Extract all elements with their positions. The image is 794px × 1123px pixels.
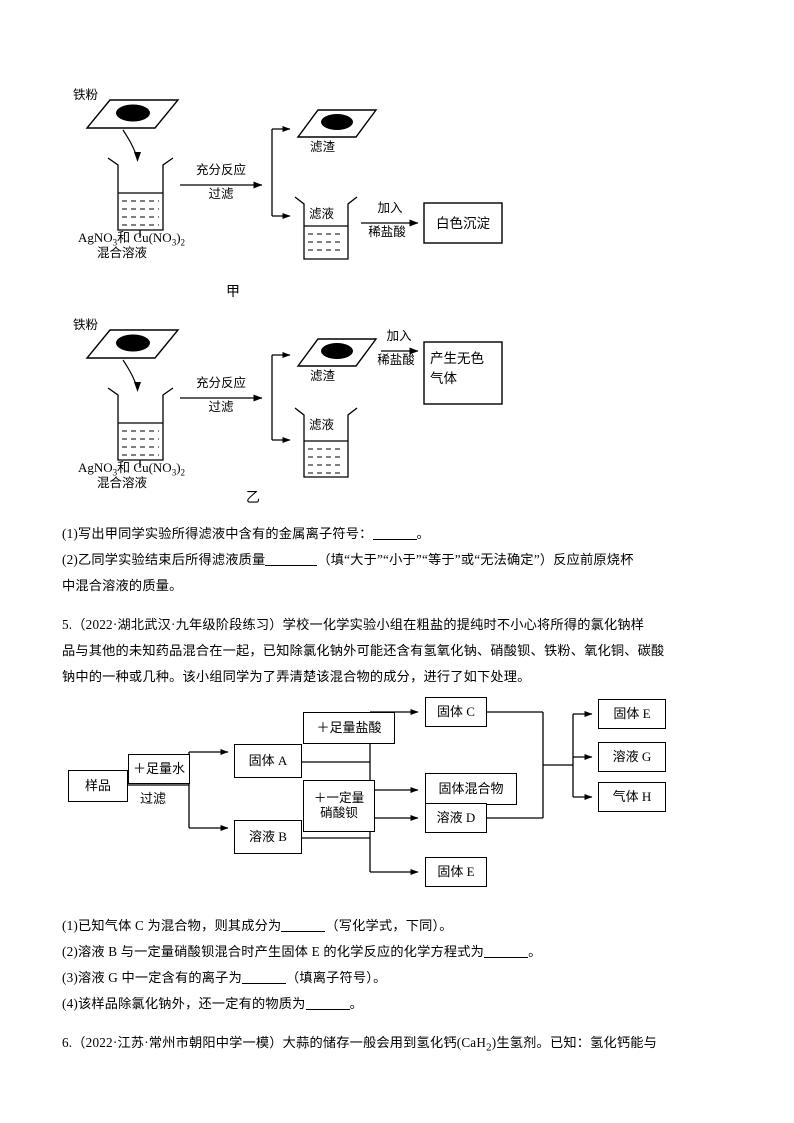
answer-blank-1[interactable]	[372, 539, 417, 540]
beaker-solution-formula-jia: AgNO3和 Cu(NO3)2	[78, 230, 186, 248]
result-box-jia: 白色沉淀	[436, 215, 490, 231]
flow-box-solution-b: 溶液 B	[234, 820, 302, 854]
arrow-label-dilute-hcl-yi: 稀盐酸	[377, 353, 415, 367]
arrow-label-filter-yi: 过滤	[208, 400, 234, 414]
result-box-yi-line1: 产生无色	[430, 351, 484, 366]
arrow-label-add-yi: 加入	[386, 329, 412, 343]
q5-sub2-text-b: 。	[528, 944, 542, 959]
flow-box-add-water: ＋足量水	[128, 754, 190, 784]
flow-box-sample: 样品	[68, 770, 128, 802]
flow-box-solid-mixture: 固体混合物	[425, 773, 517, 805]
question-5-sub-3: (3)溶液 G 中一定含有的离子为 （填离子符号）。	[62, 965, 386, 991]
question-5-stem-line1: 5.（2022·湖北武汉·九年级阶段练习）学校一化学实验小组在粗盐的提纯时不小心…	[62, 617, 645, 632]
question-5-stem-line2: 品与其他的未知药品混合在一起，已知除氯化钠外可能还含有氢氧化钠、硝酸钡、铁粉、氧…	[62, 643, 665, 658]
result-box-yi: 产生无色 气体	[430, 349, 500, 389]
iron-powder-label-jia: 铁粉	[73, 88, 99, 102]
answer-blank-5-1[interactable]	[281, 931, 326, 932]
beaker-solution-sub-jia: 混合溶液	[97, 246, 148, 260]
flow-box-solid-e-lower: 固体 E	[425, 857, 487, 887]
question-5-stem-line3: 钠中的一种或几种。该小组同学为了弄清楚该混合物的成分，进行了如下处理。	[62, 669, 531, 684]
flow-label-filter: 过滤	[140, 791, 167, 806]
question-2-text-a: (2)乙同学实验结束后所得滤液质量	[62, 552, 266, 567]
filtrate-label-jia: 滤液	[309, 207, 335, 221]
filtrate-label-yi: 滤液	[309, 418, 335, 432]
result-box-yi-line2: 气体	[430, 371, 457, 386]
residue-label-jia: 滤渣	[310, 140, 336, 154]
flow-box-add-hcl: ＋足量盐酸	[303, 712, 395, 744]
flow-box-solid-c: 固体 C	[425, 697, 487, 727]
answer-blank-2[interactable]	[265, 565, 318, 566]
diagram-caption-yi: 乙	[246, 491, 260, 506]
flow-box-add-barium: ＋一定量 硝酸钡	[303, 780, 375, 832]
q5-sub1-text-a: (1)已知气体 C 为混合物，则其成分为	[62, 918, 282, 933]
arrow-label-dilute-hcl-jia: 稀盐酸	[368, 225, 406, 239]
question-5-sub-2: (2)溶液 B 与一定量硝酸钡混合时产生固体 E 的化学反应的化学方程式为 。	[62, 939, 541, 965]
q5-sub4-text-b: 。	[349, 996, 363, 1011]
question-1-text: (1)写出甲同学实验所得滤液中含有的金属离子符号：	[62, 526, 373, 541]
question-2-text-b: （填“大于”“小于”“等于”或“无法确定”）反应前原烧杯	[317, 552, 634, 567]
flow-box-solid-e-right: 固体 E	[598, 699, 666, 729]
question-5-sub-1: (1)已知气体 C 为混合物，则其成分为 （写化学式，下同）。	[62, 913, 453, 939]
question-6-stem: 6.（2022·江苏·常州市朝阳中学一模）大蒜的储存一般会用到氢化钙(CaH2)…	[62, 1035, 658, 1054]
residue-label-yi: 滤渣	[310, 369, 336, 383]
answer-blank-5-2[interactable]	[484, 957, 529, 958]
question-2-top-line2: 中混合溶液的质量。	[62, 578, 183, 593]
question-1-tail: 。	[416, 526, 430, 541]
q5-sub2-text-a: (2)溶液 B 与一定量硝酸钡混合时产生固体 E 的化学反应的化学方程式为	[62, 944, 485, 959]
question-1-top: (1)写出甲同学实验所得滤液中含有的金属离子符号： 。	[62, 521, 430, 547]
q5-sub3-text-a: (3)溶液 G 中一定含有的离子为	[62, 970, 242, 985]
answer-blank-5-3[interactable]	[241, 983, 286, 984]
flow-box-solution-d: 溶液 D	[425, 803, 487, 833]
arrow-label-filter-jia: 过滤	[208, 187, 234, 201]
question-2-top-line1: (2)乙同学实验结束后所得滤液质量 （填“大于”“小于”“等于”或“无法确定”）反…	[62, 547, 634, 573]
q5-sub1-text-b: （写化学式，下同）。	[325, 918, 453, 933]
answer-blank-5-4[interactable]	[305, 1009, 350, 1010]
question-5-sub-4: (4)该样品除氯化钠外，还一定有的物质为 。	[62, 991, 363, 1017]
arrow-label-reaction-jia: 充分反应	[195, 163, 246, 177]
beaker-solution-sub-yi: 混合溶液	[97, 476, 148, 490]
diagram-caption-jia: 甲	[226, 285, 240, 300]
arrow-label-reaction-yi: 充分反应	[195, 376, 246, 390]
arrow-label-add-jia: 加入	[377, 201, 403, 215]
q5-sub4-text-a: (4)该样品除氯化钠外，还一定有的物质为	[62, 996, 306, 1011]
flow-box-add-barium-line2: 硝酸钡	[320, 806, 358, 820]
iron-powder-label-yi: 铁粉	[73, 318, 99, 332]
flow-box-solid-a: 固体 A	[234, 744, 302, 778]
flow-box-add-barium-line1: ＋一定量	[313, 791, 365, 805]
beaker-solution-formula-yi: AgNO3和 Cu(NO3)2	[78, 460, 186, 478]
flow-box-gas-h: 气体 H	[598, 782, 666, 812]
q5-sub3-text-b: （填离子符号）。	[285, 970, 387, 985]
flow-box-solution-g: 溶液 G	[598, 742, 666, 772]
